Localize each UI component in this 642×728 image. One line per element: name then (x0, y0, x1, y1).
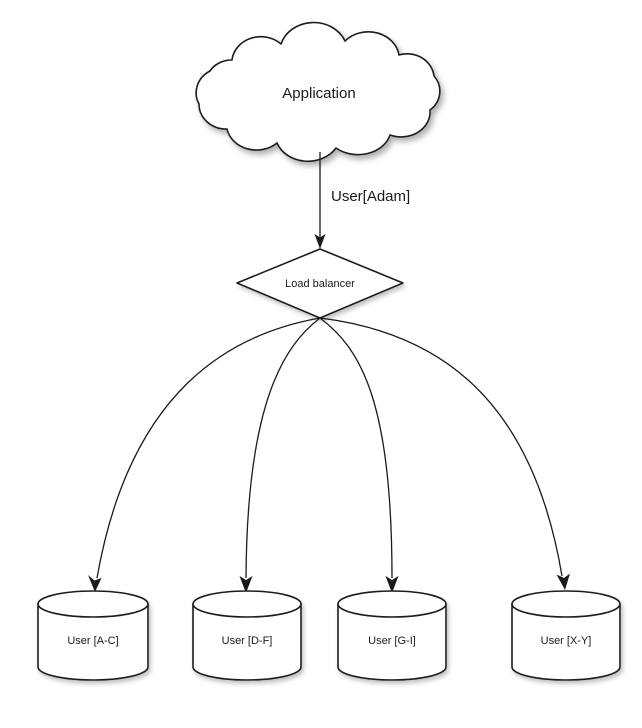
arrowhead-db-2 (239, 576, 253, 593)
database-label-2: User [D-F] (222, 635, 273, 647)
edge-application-to-balancer: User[Adam] (314, 152, 410, 249)
cloud-label: Application (282, 85, 355, 102)
cylinder-body-3 (337, 603, 447, 681)
node-database-3[interactable]: User [G-I] (337, 590, 447, 681)
edge-balancer-to-db-2 (239, 317, 321, 593)
cloud-shape (195, 21, 441, 163)
cylinder-top-3 (337, 590, 447, 618)
edge-curve-3 (319, 317, 393, 579)
node-application-cloud[interactable]: Application (195, 21, 441, 163)
node-database-2[interactable]: User [D-F] (192, 590, 302, 681)
arrowhead-to-balancer (314, 234, 326, 249)
edge-balancer-to-db-3 (319, 317, 399, 593)
edge-label-user-adam: User[Adam] (331, 188, 410, 205)
cylinder-body-2 (192, 603, 302, 681)
database-label-4: User [X-Y] (541, 635, 592, 647)
edge-curve-2 (245, 317, 321, 579)
node-database-1[interactable]: User [A-C] (37, 590, 149, 681)
database-label-3: User [G-I] (368, 635, 416, 647)
edge-balancer-to-db-1 (88, 317, 321, 592)
cylinder-top-2 (192, 590, 302, 618)
edge-curve-4 (319, 317, 563, 577)
arrowhead-db-3 (385, 576, 399, 593)
edge-curve-1 (96, 317, 321, 579)
node-database-4[interactable]: User [X-Y] (511, 590, 621, 681)
cylinder-body-4 (511, 603, 621, 681)
database-label-1: User [A-C] (67, 635, 118, 647)
cylinder-top-1 (37, 590, 149, 618)
cylinder-body-1 (37, 603, 149, 681)
cylinder-top-4 (511, 590, 621, 618)
edge-balancer-to-db-4 (319, 317, 570, 590)
diamond-label: Load balancer (285, 278, 355, 290)
arrowhead-db-4 (556, 573, 570, 590)
node-load-balancer[interactable]: Load balancer (236, 248, 404, 319)
arrowhead-db-1 (88, 575, 102, 592)
